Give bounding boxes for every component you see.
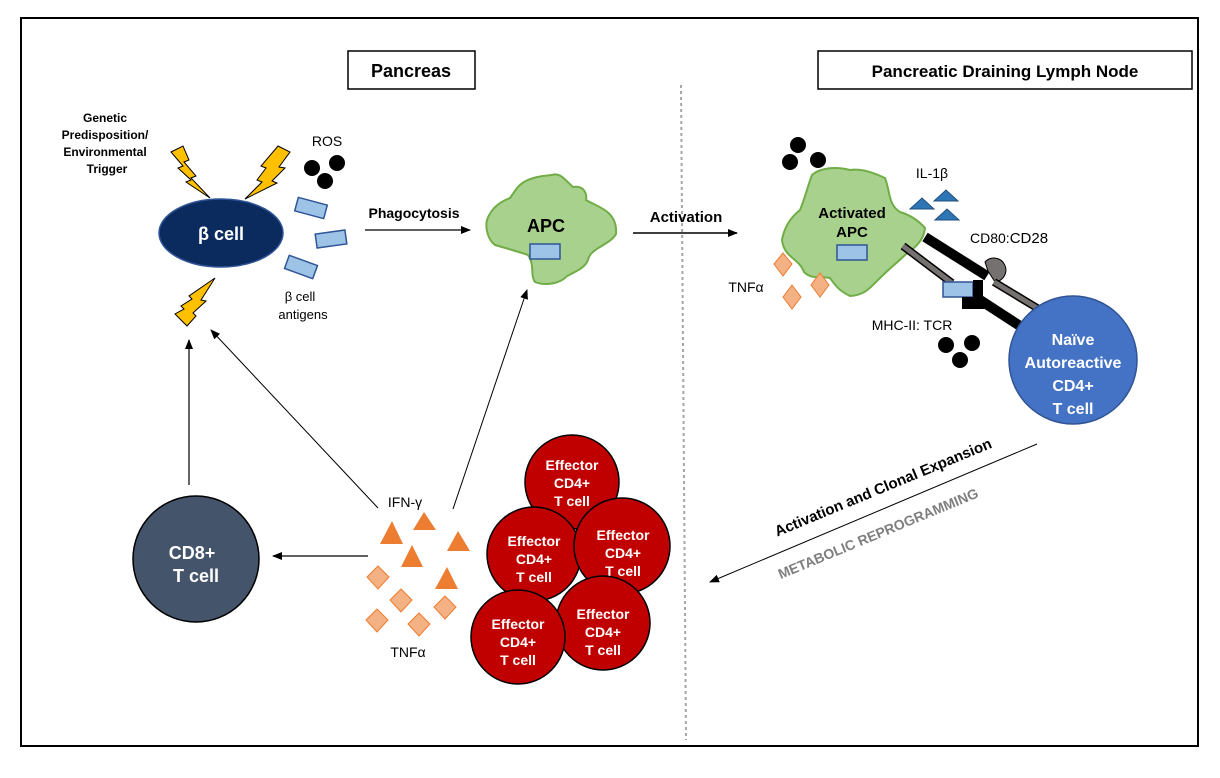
naive-t-label-3: CD4+ bbox=[1052, 378, 1093, 395]
svg-text:T cell: T cell bbox=[585, 642, 621, 658]
beta-antigens-label-2: antigens bbox=[278, 307, 328, 322]
beta-antigens bbox=[283, 196, 348, 280]
cytokine-to-apc-arrow bbox=[452, 289, 528, 510]
tnfa-left-label: TNFα bbox=[390, 644, 425, 660]
svg-text:T cell: T cell bbox=[554, 493, 590, 509]
svg-text:T cell: T cell bbox=[605, 563, 641, 579]
cd8-t-label-1: CD8+ bbox=[169, 543, 216, 563]
effector-t-cells: Effector CD4+ T cell Effector CD4+ T cel… bbox=[470, 434, 671, 685]
svg-text:CD4+: CD4+ bbox=[500, 634, 536, 650]
naive-autoreactive-t-cell bbox=[1008, 295, 1138, 425]
activated-apc-label-2: APC bbox=[836, 224, 868, 241]
svg-text:Effector: Effector bbox=[546, 457, 599, 473]
tnfa-right-label: TNFα bbox=[728, 279, 763, 295]
il1b-label: IL-1β bbox=[916, 165, 948, 181]
svg-text:Effector: Effector bbox=[577, 606, 630, 622]
pancreas-title: Pancreas bbox=[371, 61, 451, 81]
svg-text:Effector: Effector bbox=[492, 616, 545, 632]
beta-cell bbox=[158, 198, 284, 268]
effector-t-cell: Effector CD4+ T cell bbox=[555, 575, 651, 671]
lightning-icon bbox=[170, 145, 211, 199]
apc-cell bbox=[485, 173, 618, 285]
trigger-line-2: Predisposition/ bbox=[62, 128, 149, 142]
activated-apc-cell bbox=[780, 166, 927, 298]
naive-t-label-2: Autoreactive bbox=[1025, 355, 1122, 372]
il1b-particles bbox=[908, 189, 961, 221]
activated-apc-antigen bbox=[836, 244, 868, 261]
cd80-cd28-label: CD80:CD28 bbox=[970, 230, 1048, 247]
cytokine-to-beta-arrow bbox=[210, 329, 379, 509]
svg-text:CD4+: CD4+ bbox=[516, 551, 552, 567]
ifng-label: IFN-γ bbox=[388, 494, 422, 510]
cd28-label: CD28 bbox=[1010, 230, 1048, 247]
trigger-line-4: Trigger bbox=[87, 162, 128, 176]
activated-apc-label-1: Activated bbox=[818, 205, 886, 222]
svg-text:CD4+: CD4+ bbox=[605, 545, 641, 561]
tnfa-left-particles bbox=[365, 565, 457, 637]
trigger-label: Genetic Predisposition/ Environmental Tr… bbox=[62, 111, 149, 176]
apc-label: APC bbox=[527, 216, 565, 236]
lymph-node-title-box: Pancreatic Draining Lymph Node bbox=[817, 50, 1193, 90]
cd8-t-cell bbox=[132, 495, 260, 623]
naive-t-label-4: T cell bbox=[1053, 401, 1094, 418]
phagocytosis-label: Phagocytosis bbox=[368, 205, 459, 221]
pancreas-title-box: Pancreas bbox=[347, 50, 476, 90]
beta-antigens-label-1: β cell bbox=[285, 289, 316, 304]
svg-text:Effector: Effector bbox=[508, 533, 561, 549]
lymph-node-title: Pancreatic Draining Lymph Node bbox=[872, 62, 1139, 81]
apc-antigen bbox=[529, 243, 561, 260]
svg-text:Effector: Effector bbox=[597, 527, 650, 543]
lightning-icon bbox=[174, 277, 216, 327]
outer-frame bbox=[20, 17, 1199, 747]
effector-t-cell: Effector CD4+ T cell bbox=[486, 506, 582, 602]
svg-text:T cell: T cell bbox=[516, 569, 552, 585]
activation-label: Activation bbox=[650, 209, 723, 226]
effector-t-cell: Effector CD4+ T cell bbox=[470, 589, 566, 685]
mhc-tcr-label: MHC-II: TCR bbox=[872, 317, 953, 333]
ifng-particles bbox=[380, 512, 470, 589]
svg-text:T cell: T cell bbox=[500, 652, 536, 668]
metabolic-reprogramming-label: METABOLIC REPROGRAMMING bbox=[776, 485, 981, 582]
svg-text:CD4+: CD4+ bbox=[554, 475, 590, 491]
ros-particles-lower bbox=[938, 335, 980, 368]
trigger-line-3: Environmental bbox=[63, 145, 146, 159]
effector-t-cell: Effector CD4+ T cell bbox=[573, 497, 671, 595]
naive-t-label-1: Naïve bbox=[1052, 332, 1095, 349]
ros-label: ROS bbox=[312, 133, 342, 149]
section-divider bbox=[680, 84, 687, 741]
clonal-expansion-arrow bbox=[709, 443, 1038, 583]
trigger-line-1: Genetic bbox=[83, 111, 127, 125]
cd80-label: CD80: bbox=[970, 230, 1010, 246]
beta-cell-label: β cell bbox=[198, 224, 244, 244]
cd8-t-label-2: T cell bbox=[173, 566, 219, 586]
ros-particles-upper bbox=[782, 137, 826, 170]
svg-text:CD4+: CD4+ bbox=[585, 624, 621, 640]
tnfa-right-particles bbox=[773, 252, 830, 310]
ros-particles bbox=[304, 155, 345, 189]
lightning-icon bbox=[244, 145, 291, 200]
